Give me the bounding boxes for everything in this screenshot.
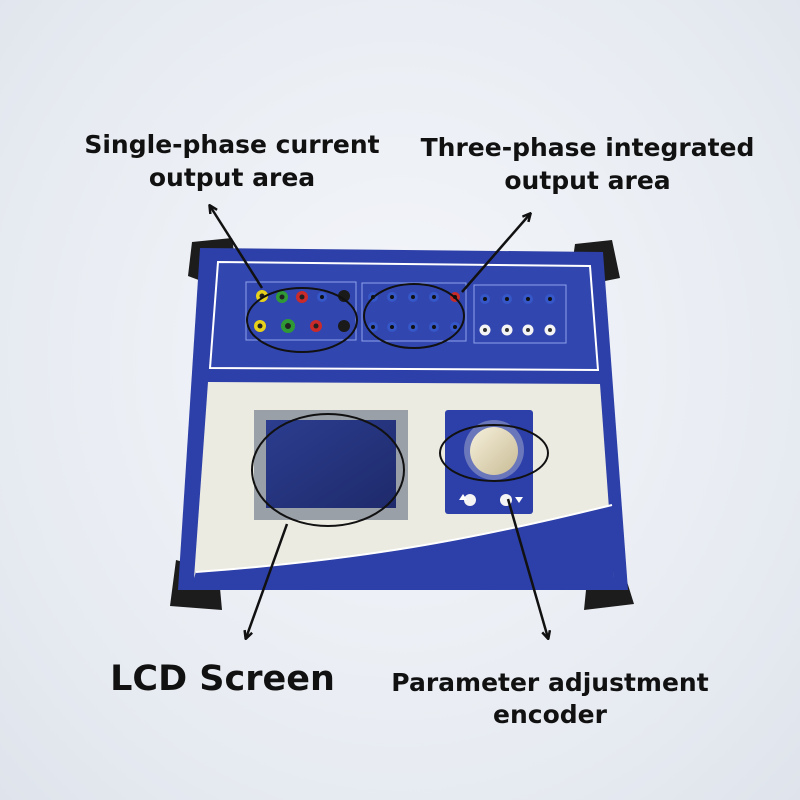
single-phase-label: Single-phase current output area [82,128,382,194]
blue-swoosh [194,505,614,578]
three-phase-label: Three-phase integrated output area [420,131,755,197]
encoder-label-line1: Parameter adjustment [391,668,709,697]
single-phase-terminals [245,281,357,341]
three-phase-label-line1: Three-phase integrated [420,133,755,162]
encoder-panel [445,410,533,514]
encoder-label: Parameter adjustment encoder [385,667,715,731]
encoder-label-line2: encoder [493,700,607,729]
single-phase-label-line1: Single-phase current [84,130,380,159]
lcd-screen [254,410,408,520]
three-phase-terminals [361,282,467,342]
three-phase-label-line2: output area [504,166,671,195]
terminal-panel [208,260,600,372]
annotation-arrows [210,206,548,638]
single-phase-label-line2: output area [148,163,316,192]
encoder-knob [470,427,518,475]
auxiliary-terminals [473,284,567,344]
annotation-ellipses [246,283,549,527]
lcd-screen-label: LCD Screen [110,659,335,699]
